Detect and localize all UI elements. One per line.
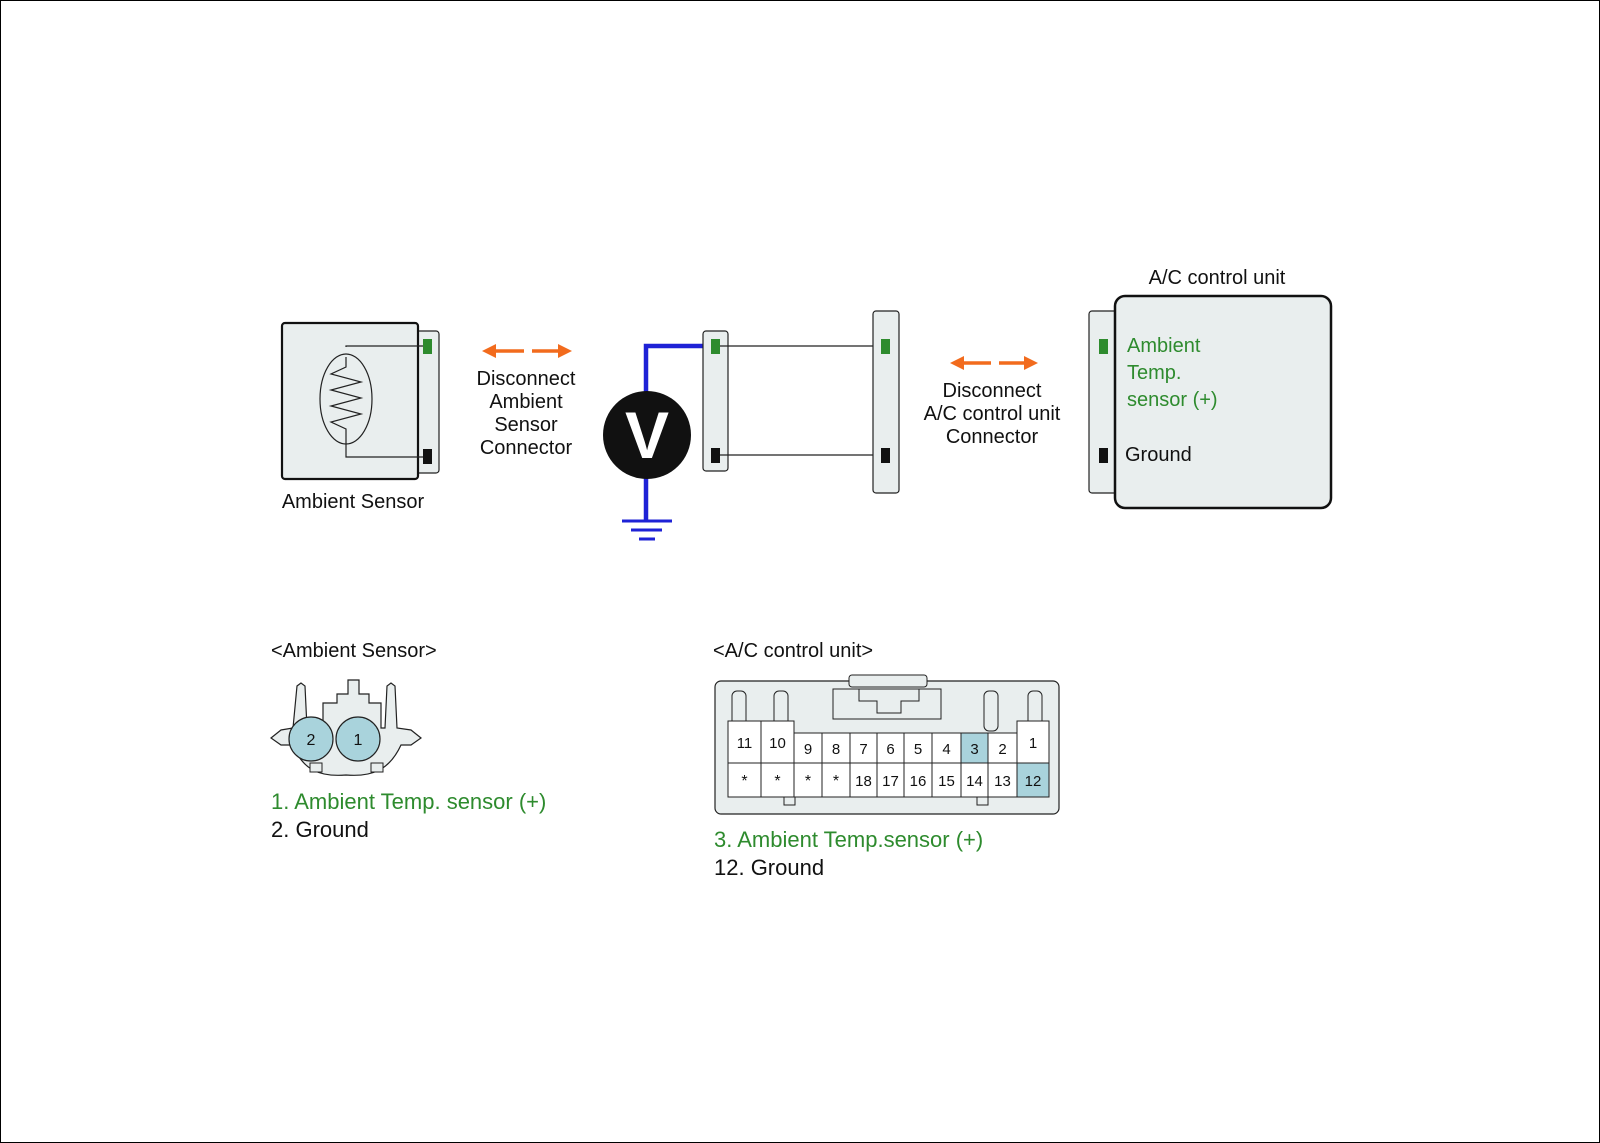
acu-pin-bottom-17 bbox=[876, 762, 905, 798]
acu-pin-signal-line-2: Temp. bbox=[1127, 362, 1181, 384]
sensor-pin-2 bbox=[288, 716, 334, 762]
acu-pin-label-2: 2 bbox=[998, 741, 1006, 758]
ambient-sensor-label: Ambient Sensor bbox=[282, 491, 425, 513]
sensor-pin-label-1: 1 bbox=[354, 732, 363, 749]
acu-pin-label-*: * bbox=[805, 773, 811, 790]
harness-connector-sensor-side bbox=[702, 330, 729, 472]
disconnect-acu-line-2: A/C control unit bbox=[924, 403, 1061, 425]
acu-pin-top-10 bbox=[760, 720, 795, 764]
acu-pin-top-5 bbox=[903, 732, 933, 764]
disconnect-arrow-icon bbox=[482, 344, 572, 358]
acu-pin-label-*: * bbox=[774, 773, 780, 790]
acu-pin-label-7: 7 bbox=[859, 741, 867, 758]
acu-pin-top-4 bbox=[931, 732, 962, 764]
acu-pin-ground-label: Ground bbox=[1125, 444, 1192, 466]
acu-pin-label-6: 6 bbox=[886, 741, 894, 758]
acu-pin-bottom-* bbox=[760, 762, 795, 798]
acu-pin-label-12: 12 bbox=[1025, 773, 1042, 790]
disconnect-acu-line-1: Disconnect bbox=[943, 380, 1042, 402]
voltmeter-symbol: V bbox=[625, 398, 669, 472]
sensor-connector-legend: 1. Ambient Temp. sensor (+) 2. Ground bbox=[271, 789, 546, 842]
acu-pin-label-3: 3 bbox=[970, 741, 978, 758]
sensor-legend-item-1: 1. Ambient Temp. sensor (+) bbox=[271, 789, 546, 814]
acu-pin-top-8 bbox=[821, 732, 851, 764]
harness-connector-acu-side bbox=[872, 310, 900, 494]
disconnect-arrow-icon bbox=[950, 356, 1038, 370]
acu-pin-label-14: 14 bbox=[966, 773, 983, 790]
acu-pin-bottom-* bbox=[821, 762, 851, 798]
disconnect-sensor-line-1: Disconnect bbox=[477, 368, 576, 390]
acu-connector-pins: 11 10 9 8 7 6 5 4 3 2 1 * * * * 18 17 16 15 14 13 12 bbox=[727, 720, 1050, 798]
acu-legend-item-2: 12. Ground bbox=[714, 855, 824, 880]
sensor-pin-label-2: 2 bbox=[307, 732, 316, 749]
acu-pin-label-16: 16 bbox=[910, 773, 927, 790]
acu-connector-legend: 3. Ambient Temp.sensor (+) 12. Ground bbox=[714, 827, 983, 880]
sensor-connector-title: <Ambient Sensor> bbox=[271, 640, 437, 662]
disconnect-sensor-line-4: Connector bbox=[480, 437, 573, 459]
acu-pin-label-17: 17 bbox=[882, 773, 899, 790]
acu-pin-label-10: 10 bbox=[769, 735, 786, 752]
acu-legend-item-1: 3. Ambient Temp.sensor (+) bbox=[714, 827, 983, 852]
sensor-legend-item-2: 2. Ground bbox=[271, 817, 369, 842]
acu-connector-title: <A/C control unit> bbox=[713, 640, 873, 662]
acu-pin-label-4: 4 bbox=[942, 741, 950, 758]
acu-pin-label-11: 11 bbox=[737, 735, 753, 752]
disconnect-acu-caption: Disconnect A/C control unit Connector bbox=[924, 380, 1061, 448]
acu-pin-bottom-18 bbox=[849, 762, 878, 798]
acu-pin-label-18: 18 bbox=[855, 773, 872, 790]
ambient-sensor bbox=[280, 321, 423, 481]
acu-pin-bottom-12 bbox=[1016, 762, 1050, 798]
acu-pin-label-13: 13 bbox=[994, 773, 1011, 790]
acu-pin-label-5: 5 bbox=[914, 741, 922, 758]
acu-title: A/C control unit bbox=[1149, 267, 1286, 289]
acu-pin-label-8: 8 bbox=[832, 741, 840, 758]
acu-pin-bottom-14 bbox=[960, 762, 989, 798]
acu-pin-signal-label: Ambient Temp. sensor (+) bbox=[1127, 335, 1218, 411]
acu-box bbox=[1113, 294, 1333, 510]
resistor-zigzag-icon bbox=[328, 357, 364, 441]
acu-pin-label-*: * bbox=[741, 773, 747, 790]
disconnect-sensor-caption: Disconnect Ambient Sensor Connector bbox=[477, 368, 576, 459]
harness-wires bbox=[720, 345, 878, 456]
acu-pin-signal-line-3: sensor (+) bbox=[1127, 389, 1218, 411]
ground-symbol-icon bbox=[622, 519, 672, 541]
acu-pin-signal-line-1: Ambient bbox=[1127, 335, 1201, 357]
acu-pin-top-1 bbox=[1016, 720, 1050, 764]
disconnect-sensor-line-2: Ambient bbox=[489, 391, 563, 413]
sensor-pin-1 bbox=[335, 716, 381, 762]
acu-pin-label-9: 9 bbox=[804, 741, 812, 758]
acu-pin-label-1: 1 bbox=[1029, 735, 1037, 752]
acu-pin-label-15: 15 bbox=[938, 773, 955, 790]
acu-pin-label-*: * bbox=[833, 773, 839, 790]
voltmeter: V bbox=[603, 343, 713, 521]
acu-pin-bottom-13 bbox=[987, 762, 1018, 798]
disconnect-acu-line-3: Connector bbox=[946, 426, 1039, 448]
disconnect-sensor-line-3: Sensor bbox=[494, 414, 558, 436]
